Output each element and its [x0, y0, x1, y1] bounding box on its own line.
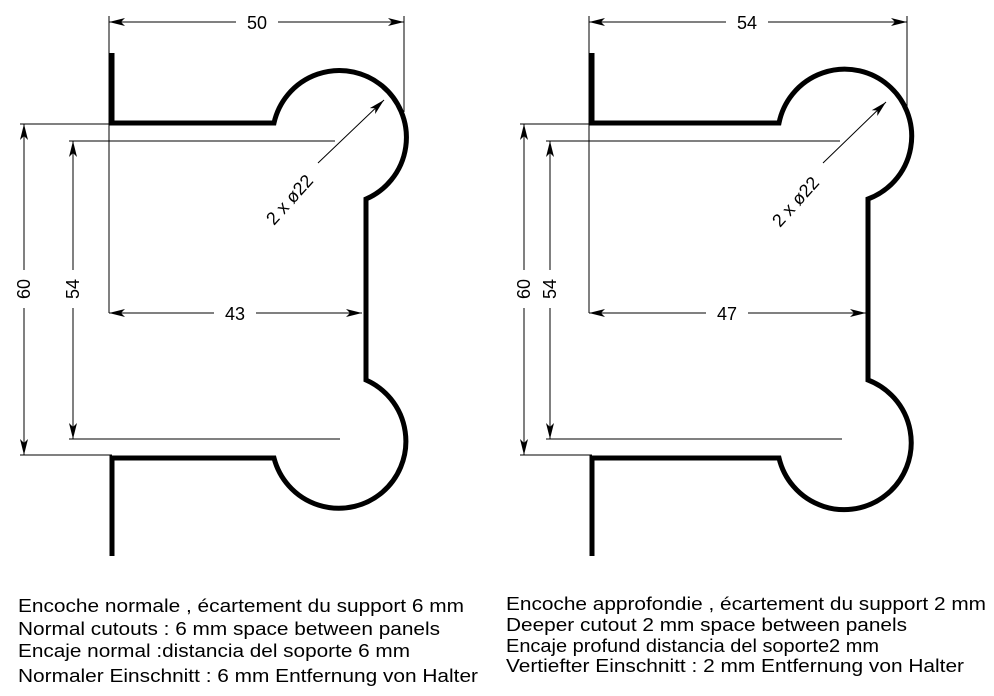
right-dim-height-outer-label: 60: [514, 279, 534, 299]
left-hole-label: 2 x ø22: [262, 171, 317, 229]
right-extension-lines: [520, 16, 908, 456]
left-profile-outline: [109, 53, 409, 556]
left-caption: Encoche normale , écartement du support …: [18, 596, 478, 686]
right-caption-line-de: Vertiefter Einschnitt : 2 mm Entfernung …: [506, 656, 964, 676]
right-dim-width-label: 54: [737, 13, 757, 33]
left-dim-depth: 43: [109, 304, 362, 324]
right-dim-height-inner-label: 54: [540, 279, 560, 299]
right-dim-height-outer: 60: [514, 124, 534, 455]
right-dim-depth: 47: [589, 304, 866, 324]
right-dim-depth-label: 47: [717, 304, 737, 324]
left-caption-line-es: Encaje normal :distancia del soporte 6 m…: [18, 641, 410, 661]
right-dim-height-inner: 54: [540, 141, 560, 439]
right-hole-label: 2 x ø22: [768, 173, 823, 231]
right-profile-outline: [589, 53, 915, 556]
left-dim-depth-label: 43: [225, 304, 245, 324]
right-caption-line-es: Encaje profund distancia del soporte2 mm: [506, 636, 879, 656]
left-caption-line-de: Normaler Einschnitt : 6 mm Entfernung vo…: [18, 666, 478, 686]
left-caption-line-en: Normal cutouts : 6 mm space between pane…: [18, 619, 440, 639]
left-dim-height-outer: 60: [14, 124, 34, 455]
right-drawing: 54 60 54 47 2 x ø22: [514, 13, 915, 556]
right-dim-width: 54: [589, 13, 907, 33]
left-dim-height-inner: 54: [63, 141, 83, 439]
left-extension-lines: [20, 16, 405, 456]
left-dim-width-label: 50: [247, 13, 267, 33]
right-caption: Encoche approfondie , écartement du supp…: [506, 594, 986, 676]
left-dim-height-outer-label: 60: [14, 279, 34, 299]
right-caption-line-fr: Encoche approfondie , écartement du supp…: [506, 594, 986, 614]
left-dim-width: 50: [109, 13, 404, 33]
right-caption-line-en: Deeper cutout 2 mm space between panels: [506, 615, 907, 635]
left-dim-height-inner-label: 54: [63, 279, 83, 299]
left-drawing: 50 60 54 43 2 x ø22: [14, 13, 409, 556]
left-caption-line-fr: Encoche normale , écartement du support …: [18, 596, 464, 616]
